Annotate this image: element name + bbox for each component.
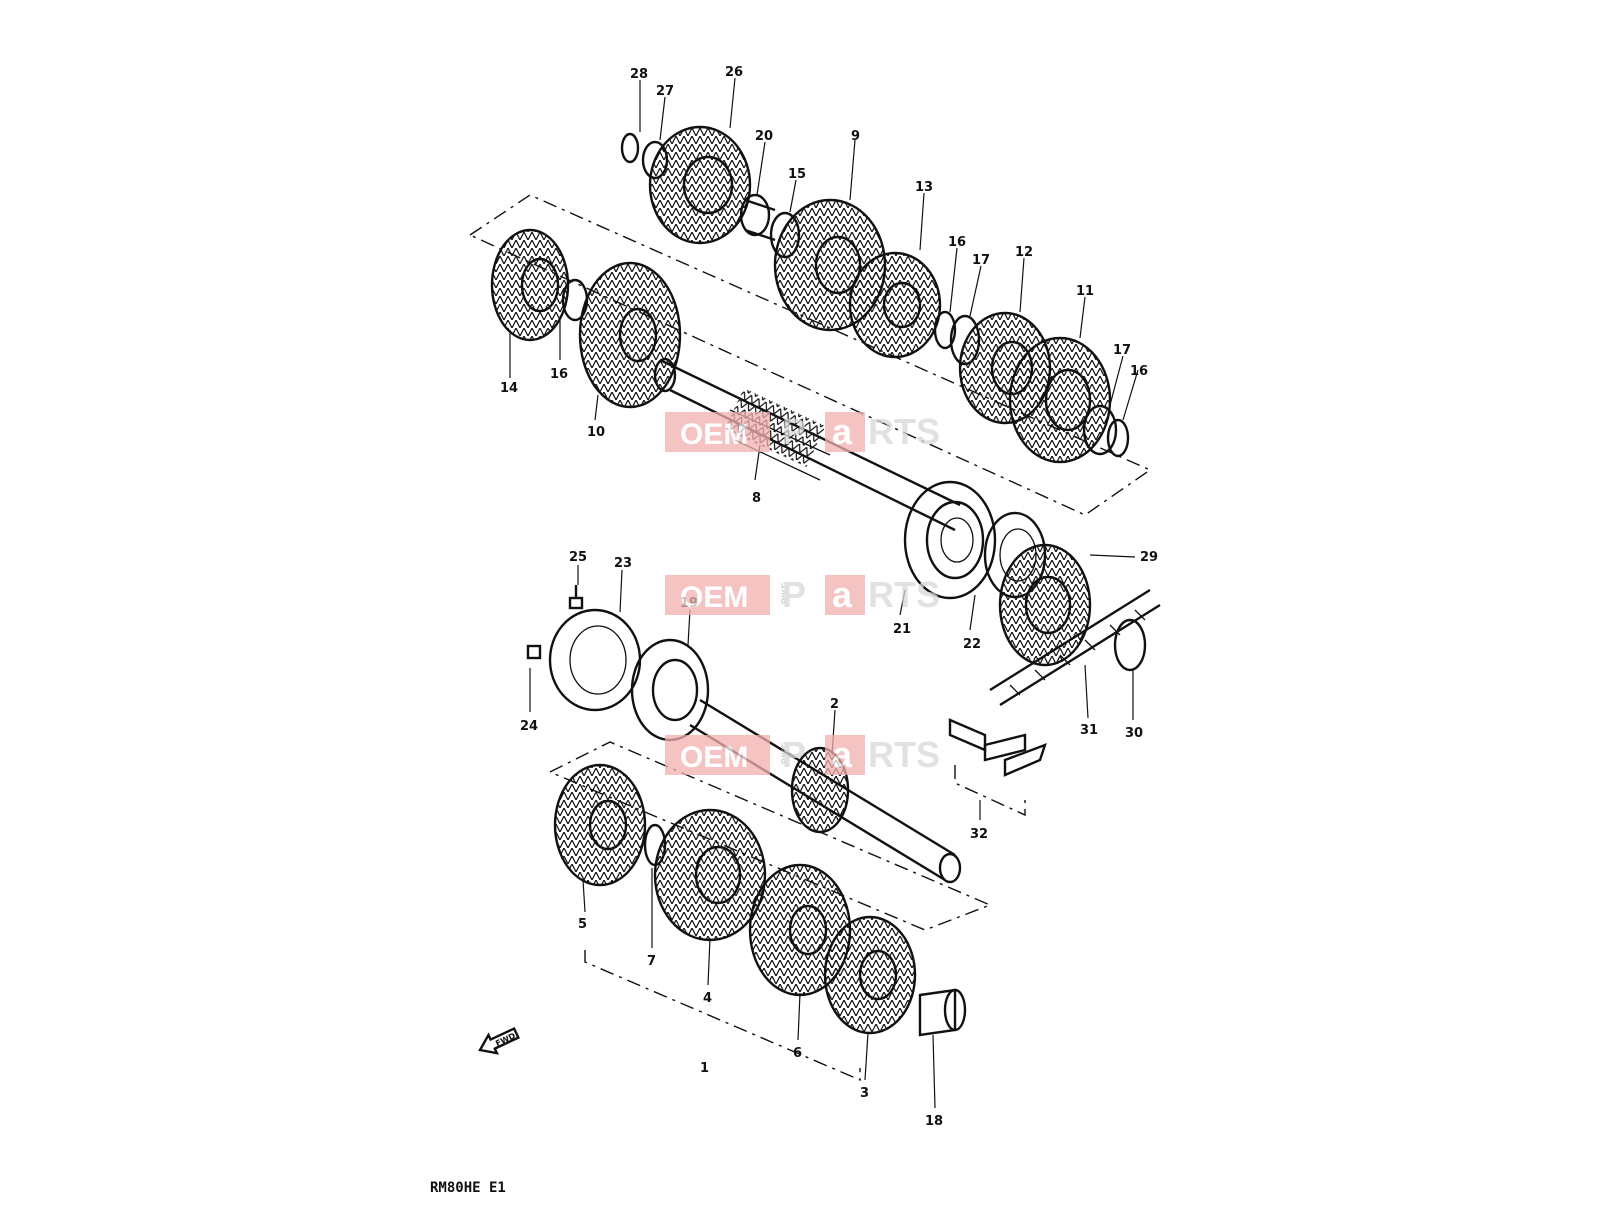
callout-10: 10 — [587, 425, 605, 440]
fwd-arrow-icon: FWD — [478, 1026, 520, 1055]
chain-joint-32[interactable] — [948, 718, 1047, 777]
sprocket-29[interactable] — [998, 543, 1092, 667]
callout-6: 6 — [793, 1046, 802, 1061]
circlip-16-right[interactable] — [1106, 418, 1130, 458]
gear-26[interactable] — [648, 125, 752, 245]
callout-3: 3 — [860, 1086, 869, 1101]
callout-1: 1 — [700, 1061, 709, 1076]
kit-1-bracket — [584, 950, 861, 1082]
watermark-top: OEM P a RTS — [665, 411, 940, 452]
circlip-28[interactable] — [620, 132, 640, 164]
retainer-23[interactable] — [548, 608, 642, 712]
callout-16b: 16 — [948, 235, 966, 250]
callout-7: 7 — [647, 954, 656, 969]
bushing-18[interactable] — [918, 988, 967, 1037]
callout-30: 30 — [1125, 726, 1143, 741]
countershaft-group-outline — [469, 194, 1152, 516]
callout-31: 31 — [1080, 723, 1098, 738]
wm-parts-a-2: P — [782, 574, 806, 615]
gear-5[interactable] — [553, 763, 647, 887]
callout-21: 21 — [893, 622, 911, 637]
callout-22: 22 — [963, 637, 981, 652]
gear-3[interactable] — [823, 915, 917, 1035]
circlip-30[interactable] — [1113, 618, 1147, 672]
callout-28: 28 — [630, 67, 648, 82]
callout-8: 8 — [752, 491, 761, 506]
wm-parts-c: RTS — [868, 411, 940, 452]
wm-oem: OEM — [680, 418, 748, 451]
fwd-label: FWD — [494, 1031, 517, 1048]
callout-26: 26 — [725, 65, 743, 80]
callout-17b: 17 — [1113, 343, 1131, 358]
watermark-mid: OEM BIKE P a RTS — [665, 574, 940, 615]
wm-parts-a-3: P — [782, 734, 806, 775]
kit-32-bracket — [954, 765, 1026, 817]
callout-20: 20 — [755, 129, 773, 144]
bearing-19[interactable] — [630, 638, 710, 742]
callout-15: 15 — [788, 167, 806, 182]
callout-9: 9 — [851, 129, 860, 144]
callout-17a: 17 — [972, 253, 990, 268]
wm-bike-3: BIKE — [780, 742, 790, 764]
callout-14: 14 — [500, 381, 518, 396]
gear-13[interactable] — [848, 251, 942, 359]
wm-parts-b-2: a — [832, 574, 853, 615]
callout-4: 4 — [703, 991, 712, 1006]
callout-labels: 28 27 26 20 15 9 13 16 17 12 11 17 16 14… — [500, 65, 1158, 1129]
wm-oem-2: OEM — [680, 581, 748, 614]
watermark-bottom: OEM BIKE P a RTS — [665, 734, 940, 775]
circlip-16-mid[interactable] — [933, 310, 957, 350]
callout-23: 23 — [614, 556, 632, 571]
wm-parts-b-3: a — [832, 734, 853, 775]
callout-12: 12 — [1015, 245, 1033, 260]
screw-24[interactable] — [526, 644, 542, 660]
gear-14[interactable] — [490, 228, 570, 342]
washer-17-right[interactable] — [1082, 404, 1118, 456]
gear-10[interactable] — [578, 261, 682, 409]
callout-13: 13 — [915, 180, 933, 195]
wm-parts-c-3: RTS — [868, 734, 940, 775]
callout-29: 29 — [1140, 550, 1158, 565]
callout-5: 5 — [578, 917, 587, 932]
callout-16a: 16 — [550, 367, 568, 382]
wm-parts-a: P — [782, 411, 806, 452]
callout-16c: 16 — [1130, 364, 1148, 379]
wm-parts-c-2: RTS — [868, 574, 940, 615]
wm-oem-3: OEM — [680, 741, 748, 774]
callout-27: 27 — [656, 84, 674, 99]
callout-32: 32 — [970, 827, 988, 842]
leader-lines — [509, 77, 1139, 1109]
bearing-21[interactable] — [903, 480, 997, 600]
callout-24: 24 — [520, 719, 538, 734]
wm-bike-2: BIKE — [780, 582, 790, 604]
callout-25: 25 — [569, 550, 587, 565]
callout-18: 18 — [925, 1114, 943, 1129]
wm-parts-b: a — [832, 411, 853, 452]
gear-11[interactable] — [1008, 336, 1112, 464]
callout-2: 2 — [830, 697, 839, 712]
callout-11: 11 — [1076, 284, 1094, 299]
screw-25[interactable] — [568, 585, 584, 610]
washer-27[interactable] — [641, 140, 669, 180]
gear-4[interactable] — [653, 808, 767, 942]
diagram-code: RM80HE E1 — [430, 1180, 506, 1196]
